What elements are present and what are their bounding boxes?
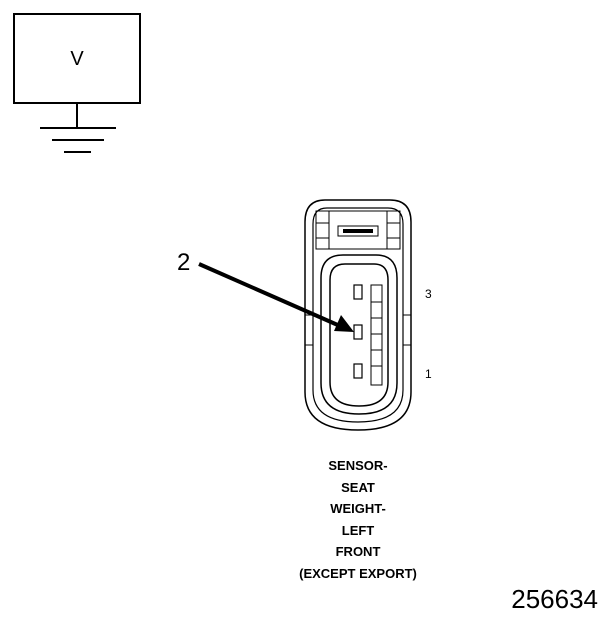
- pin-3-terminal: [353, 284, 363, 300]
- connector-cavity-ring: [320, 254, 398, 415]
- figure-number: 256634: [511, 584, 598, 614]
- connector-cavity-insert: [329, 263, 389, 407]
- callout-label: 2: [177, 249, 190, 276]
- connector-inner-shell: [312, 207, 404, 423]
- connector-keying-ribs: [370, 284, 383, 386]
- caption-line: WEIGHT-: [330, 501, 386, 516]
- connector-outer-shell: [304, 199, 412, 431]
- voltmeter-symbol: V: [13, 13, 141, 127]
- connector-caption: SENSOR- SEAT WEIGHT- LEFT FRONT (EXCEPT …: [299, 458, 417, 581]
- pin-top-label: 3: [425, 287, 432, 301]
- pin-1-terminal: [353, 363, 363, 379]
- caption-line: FRONT: [336, 544, 381, 559]
- caption-line: SEAT: [341, 480, 375, 495]
- caption-line: SENSOR-: [328, 458, 387, 473]
- caption-line: LEFT: [342, 523, 375, 538]
- ground-icon: [40, 127, 116, 153]
- callout-arrow: [198, 262, 354, 332]
- pin-bottom-label: 1: [425, 367, 432, 381]
- caption-line: (EXCEPT EXPORT): [299, 566, 417, 581]
- pin-2-terminal: [353, 324, 363, 340]
- connector-face: [304, 199, 412, 431]
- connector-latch: [315, 210, 401, 250]
- voltmeter-label: V: [70, 48, 84, 70]
